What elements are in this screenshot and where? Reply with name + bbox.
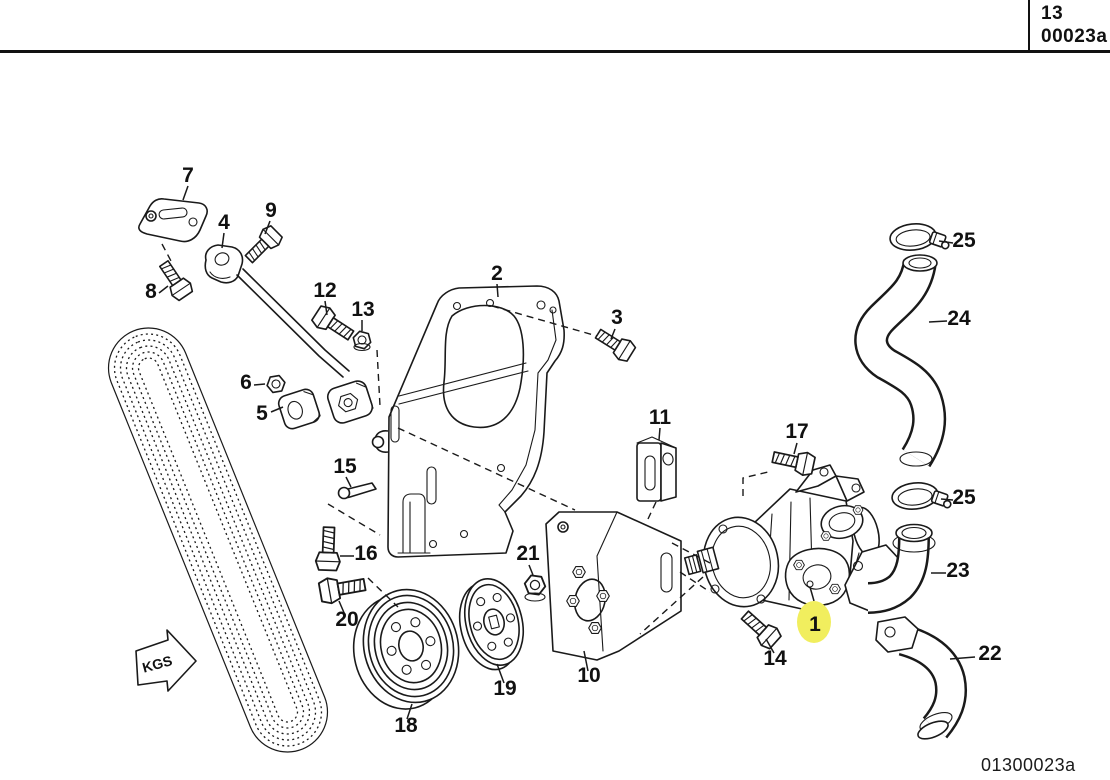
pump-upper-port (820, 504, 864, 540)
part-9-bolt (240, 222, 286, 268)
part-18-pulley (352, 588, 460, 710)
part-13-nut (350, 329, 374, 352)
kgs-label: KGS (141, 652, 174, 675)
header-section-number: 13 (1041, 3, 1064, 24)
callout-part-15[interactable]: 15 (333, 455, 357, 478)
callout-leader-lines (158, 185, 976, 720)
header-page-code: 00023a (1041, 26, 1108, 47)
v-belt (107, 327, 329, 753)
kgs-stamp: KGS (135, 629, 197, 692)
callout-part-7[interactable]: 7 (182, 164, 194, 187)
tension-rod (236, 268, 350, 378)
part-2-mounting-plate (371, 285, 565, 558)
part-5-rubber-mount (277, 388, 321, 430)
pump-lower-gasket (784, 547, 851, 607)
part-5-rod-end-mount (326, 380, 374, 424)
part-20-bolt (317, 571, 368, 606)
callout-part-18[interactable]: 18 (394, 714, 418, 737)
callout-part-9[interactable]: 9 (265, 199, 277, 222)
callout-part-8[interactable]: 8 (145, 280, 157, 303)
part-21-nut (522, 573, 548, 602)
part-11-bracket (636, 436, 677, 502)
callout-part-20[interactable]: 20 (335, 608, 358, 631)
callout-part-19[interactable]: 19 (493, 677, 516, 700)
header-rule (0, 50, 1110, 53)
callout-part-4[interactable]: 4 (218, 211, 230, 234)
callout-part-16[interactable]: 16 (354, 542, 377, 565)
callout-part-23[interactable]: 23 (946, 559, 969, 582)
part-12-bolt (309, 302, 358, 346)
callout-part-21[interactable]: 21 (516, 542, 540, 565)
highlighted-callout-1[interactable]: 1 (797, 586, 831, 643)
callout-part-10[interactable]: 10 (577, 664, 600, 687)
part-16-bolt (314, 526, 343, 572)
part-15-pin (337, 482, 377, 500)
callout-part-1[interactable]: 1 (809, 613, 821, 636)
callout-part-13[interactable]: 13 (351, 298, 374, 321)
part-22-pipe (875, 616, 967, 740)
part-17-bolt (770, 444, 817, 478)
part-7-bracket (138, 198, 208, 243)
part-23-elbow (844, 523, 936, 614)
part-8-bolt (153, 256, 196, 303)
alignment-dashed-lines (161, 243, 773, 635)
callout-part-25-top[interactable]: 25 (952, 229, 976, 252)
callout-part-22[interactable]: 22 (978, 642, 1001, 665)
callout-part-2[interactable]: 2 (491, 262, 503, 285)
part-6-nut (264, 373, 288, 395)
part-10-bracket (545, 511, 682, 661)
part-14-bolt (736, 605, 784, 652)
kgs-arrow-icon (135, 629, 197, 692)
highlight-ellipse (797, 601, 831, 643)
callout-part-11[interactable]: 11 (649, 406, 672, 429)
callout-part-12[interactable]: 12 (313, 279, 336, 302)
callout-labels: 2 3 4 5 6 7 8 9 10 11 12 13 14 15 16 17 … (145, 164, 1002, 737)
callout-part-3[interactable]: 3 (611, 306, 623, 329)
callout-part-6[interactable]: 6 (240, 371, 252, 394)
callout-part-24[interactable]: 24 (947, 307, 971, 330)
part-1-air-pump (683, 464, 880, 610)
callout-part-14[interactable]: 14 (763, 647, 787, 670)
callout-part-17[interactable]: 17 (785, 420, 808, 443)
callout-part-5[interactable]: 5 (256, 402, 268, 425)
part-24-hose (854, 254, 947, 468)
part-25-clamp-top (887, 219, 954, 257)
callout-part-25-bottom[interactable]: 25 (952, 486, 976, 509)
header-divider-vertical (1028, 0, 1030, 50)
part-19-pulley (458, 577, 524, 671)
part-25-clamp-bottom (889, 478, 956, 516)
footer-diagram-code: 01300023a (981, 755, 1076, 775)
part-4-clevis (204, 244, 244, 284)
